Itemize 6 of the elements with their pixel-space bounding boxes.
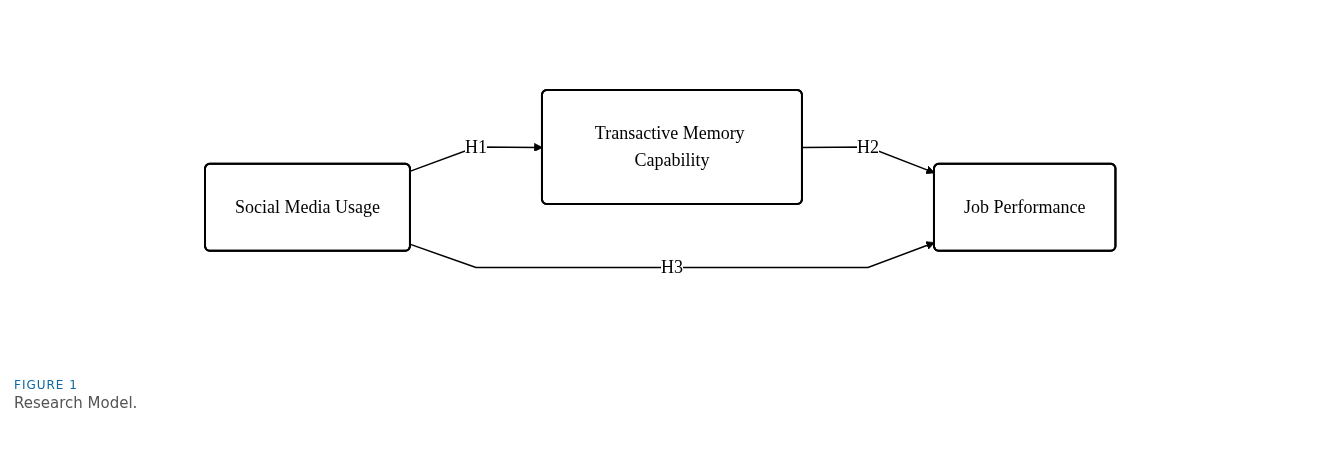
edge-label: H1 — [464, 136, 487, 156]
edge-label: H3 — [660, 256, 683, 277]
figure-number: FIGURE 1 — [14, 378, 79, 392]
edge-label: H2 — [856, 136, 879, 156]
caption: Research Model. — [14, 394, 138, 412]
arrow — [409, 240, 935, 268]
